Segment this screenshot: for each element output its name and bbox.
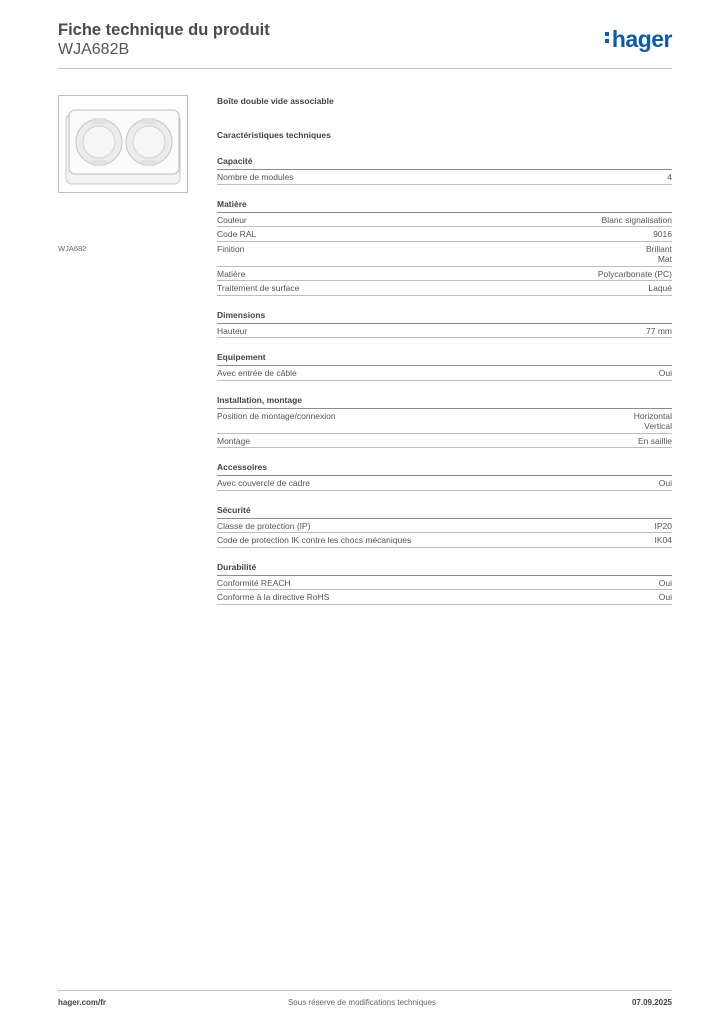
spec-label: Classe de protection (IP) xyxy=(217,520,311,531)
spec-row: Finition Brillant Mat xyxy=(217,242,672,267)
spec-label: Finition xyxy=(217,243,245,254)
page-title: Fiche technique du produit xyxy=(58,21,270,39)
spec-label: Avec entrée de câble xyxy=(217,368,297,378)
spec-label: Conforme à la directive RoHS xyxy=(217,592,330,602)
spec-value: En saillie xyxy=(637,435,672,446)
spec-row: Classe de protection (IP) IP20 xyxy=(217,519,673,533)
spec-label: Montage xyxy=(217,435,251,446)
footer-date: 07.09.2025 xyxy=(631,998,672,1007)
spec-row: Nombre de modules 4 xyxy=(217,170,672,185)
section-title: Installation, montage xyxy=(217,395,672,409)
spec-value: Horizontal Vertical xyxy=(633,410,672,432)
hager-logo: hager xyxy=(604,26,673,53)
spec-value: Brillant Mat xyxy=(646,243,672,265)
spec-value: Oui xyxy=(658,478,672,488)
section-title: Dimensions xyxy=(217,310,672,324)
spec-row: Montage En saillie xyxy=(217,434,672,448)
spec-label: Avec couvercle de cadre xyxy=(217,478,310,488)
spec-label: Matière xyxy=(217,268,246,279)
spec-value: Polycarbonate (PC) xyxy=(597,268,672,279)
footer-divider xyxy=(58,990,672,991)
section-title: Matière xyxy=(217,199,672,213)
section-title: Sécurité xyxy=(217,505,672,519)
spec-row: Conformité REACH Oui xyxy=(217,576,672,590)
section-title: Capacité xyxy=(217,156,672,170)
double-box-illustration xyxy=(65,109,181,185)
spec-label: Code RAL xyxy=(217,229,257,239)
footer-notice: Sous réserve de modifications techniques xyxy=(287,998,437,1007)
page-header: Fiche technique du produit WJA682B hager xyxy=(58,20,673,60)
section-title: Equipement xyxy=(217,352,672,366)
spec-value: IK04 xyxy=(654,535,673,545)
footer-website[interactable]: hager.com/fr xyxy=(58,998,107,1007)
spec-row: Code RAL 9016 xyxy=(217,227,672,242)
spec-row: Avec couvercle de cadre Oui xyxy=(217,476,672,491)
spec-label: Code de protection IK contre les chocs m… xyxy=(217,535,412,545)
spec-label: Nombre de modules xyxy=(217,172,294,182)
spec-label: Traitement de surface xyxy=(217,283,300,293)
spec-row: Couleur Blanc signalisation xyxy=(217,213,672,227)
spec-value: Oui xyxy=(658,368,672,378)
spec-value: Oui xyxy=(658,577,672,588)
spec-heading: Caractéristiques techniques xyxy=(217,130,331,140)
spec-label: Couleur xyxy=(217,214,247,225)
logo-dots-icon xyxy=(604,29,610,46)
spec-value: Oui xyxy=(658,592,672,602)
spec-value: 77 mm xyxy=(646,325,672,336)
spec-label: Position de montage/connexion xyxy=(217,410,336,421)
spec-label: Hauteur xyxy=(217,325,248,336)
spec-row: Conforme à la directive RoHS Oui xyxy=(217,590,672,605)
spec-value: 4 xyxy=(667,172,672,182)
section-title: Durabilité xyxy=(217,562,672,576)
spec-content: Boîte double vide associable Caractérist… xyxy=(217,96,672,605)
spec-row: Hauteur 77 mm xyxy=(217,324,672,338)
spec-label: Conformité REACH xyxy=(217,577,291,588)
section-title: Accessoires xyxy=(217,462,672,476)
spec-value: Laqué xyxy=(648,283,672,293)
image-caption: WJA682 xyxy=(58,244,87,253)
spec-row: Position de montage/connexion Horizontal … xyxy=(217,409,672,434)
spec-row: Avec entrée de câble Oui xyxy=(217,366,672,381)
spec-value: Blanc signalisation xyxy=(601,214,672,225)
product-reference: WJA682B xyxy=(58,41,130,58)
spec-row: Code de protection IK contre les chocs m… xyxy=(217,533,672,548)
product-name: Boîte double vide associable xyxy=(217,96,334,106)
spec-value: 9016 xyxy=(653,229,672,239)
spec-row: Traitement de surface Laqué xyxy=(217,281,672,296)
product-image xyxy=(58,95,188,193)
spec-value: IP20 xyxy=(654,520,673,531)
header-divider xyxy=(58,68,672,69)
spec-row: Matière Polycarbonate (PC) xyxy=(217,267,672,281)
